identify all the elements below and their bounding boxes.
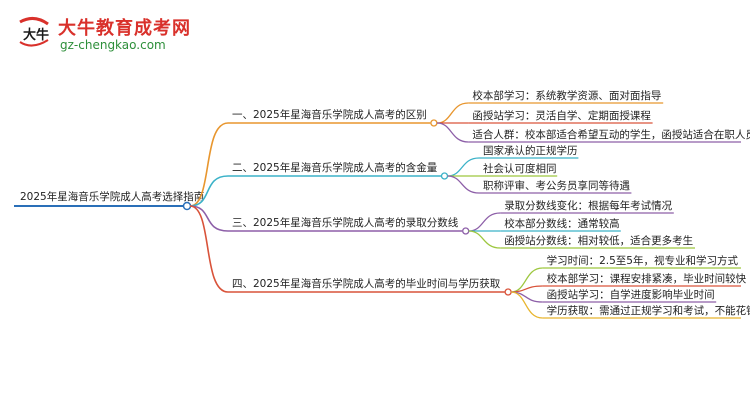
brand-title: 大牛教育成考网 [58,18,191,39]
child-connector [447,157,480,177]
child-connector [468,212,501,232]
leaf-node: 录取分数线变化：根据每年考试情况 [504,199,672,212]
branch-label: 四、2025年星海音乐学院成人高考的毕业时间与学历获取 [232,277,501,290]
branch-label: 三、2025年星海音乐学院成人高考的录取分数线 [232,216,459,229]
root-connector-dot [182,201,192,211]
branch-connector-dot [430,119,438,127]
site-header: 大牛 大牛教育成考网 gz-chengkao.com [14,12,234,58]
leaf-node: 职称评审、考公务员享同等待遇 [483,179,630,192]
leaf-node: 校本部学习：系统教学资源、面对面指导 [472,89,661,102]
branch-connector-dot [440,172,449,180]
leaf-node: 函授站分数线：相对较低，适合更多考生 [504,234,693,247]
child-connector [436,122,469,143]
child-connector [511,291,543,319]
branch-label: 二、2025年星海音乐学院成人高考的含金量 [232,161,438,174]
brand-url: gz-chengkao.com [60,38,166,52]
child-connector [468,230,501,249]
child-connector [511,285,543,293]
branch-connector [189,205,229,232]
branch-connector-dot [462,227,470,235]
root-node: 2025年星海音乐学院成人高考选择指南 [20,190,204,203]
leaf-node: 社会认可度相同 [483,162,557,175]
leaf-node: 国家承认的正规学历 [483,144,578,157]
branch-connector-dot [504,288,512,296]
leaf-node: 函授站学习：灵活自学、定期面授课程 [472,109,651,122]
leaf-node: 函授站学习：自学进度影响毕业时间 [547,288,715,301]
svg-text:大牛: 大牛 [23,27,49,43]
leaf-node: 学历获取：需通过正规学习和考试，不能花钱购买 [547,304,750,317]
leaf-node: 学习时间：2.5至5年，视专业和学习方式 [547,254,739,267]
leaf-node: 校本部分数线：通常较高 [504,217,620,230]
branch-connector [189,122,229,207]
leaf-node: 适合人群：校本部适合希望互动的学生，函授站适合在职人员 [472,128,750,141]
child-connector [447,175,480,194]
branch-connector [189,205,229,293]
leaf-node: 校本部学习：课程安排紧凑，毕业时间较快 [547,272,747,285]
logo-icon: 大牛 [19,17,49,47]
branch-connector [189,175,229,207]
branch-label: 一、2025年星海音乐学院成人高考的区别 [232,108,427,121]
child-connector [436,102,469,124]
